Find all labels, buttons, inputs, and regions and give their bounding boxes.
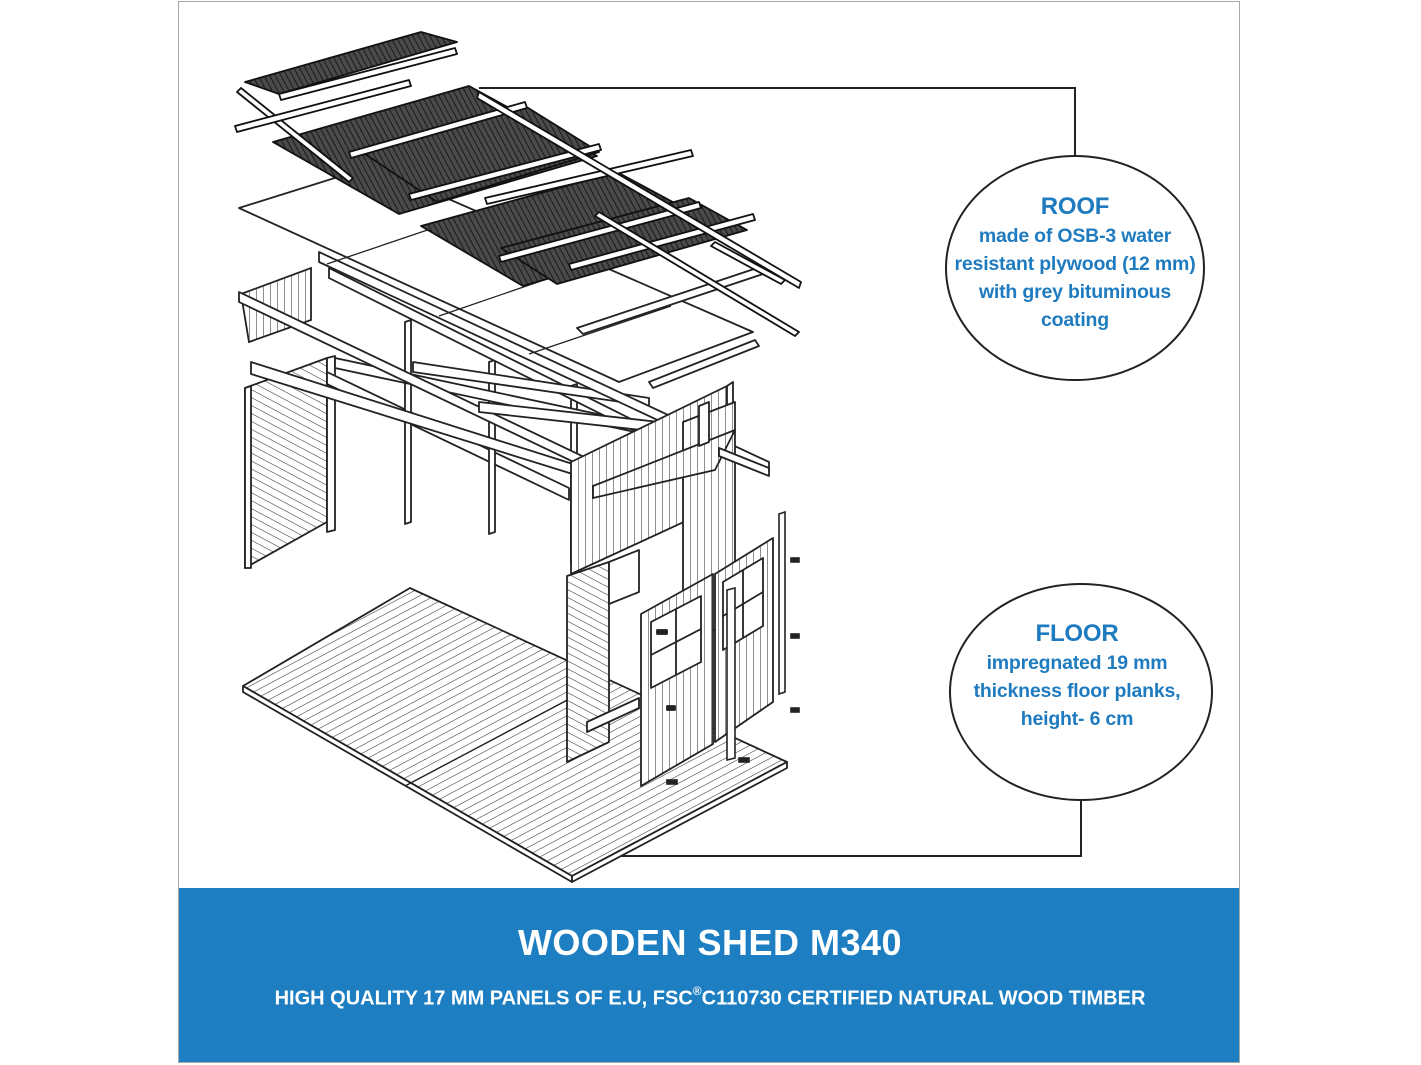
floor-title: FLOOR <box>1035 620 1119 647</box>
roof-line-2: resistant plywood (12 mm) <box>954 253 1196 275</box>
shed-door-left <box>640 573 714 787</box>
registered-mark: ® <box>692 984 702 998</box>
banner-subtitle-part-2: C110730 CERTIFIED NATURAL WOOD TIMBER <box>701 987 1146 1010</box>
banner-subtitle: HIGH QUALITY 17 MM PANELS OF E.U, FSC®C1… <box>179 984 1239 1011</box>
wall-frame-structure <box>238 251 770 565</box>
product-banner: WOODEN SHED M340 HIGH QUALITY 17 MM PANE… <box>179 888 1239 1062</box>
roof-callout-text: ROOF made of OSB-3 water resistant plywo… <box>945 192 1205 334</box>
roof-line-4: coating <box>1041 309 1109 331</box>
roof-line-1: made of OSB-3 water <box>978 225 1172 247</box>
front-wall-panel <box>566 549 640 763</box>
floor-line-2: thickness floor planks, <box>973 680 1181 702</box>
roof-title: ROOF <box>1040 193 1110 220</box>
banner-subtitle-part-1: HIGH QUALITY 17 MM PANELS OF E.U, FSC <box>274 987 693 1010</box>
floor-callout-text: FLOOR impregnated 19 mm thickness floor … <box>947 619 1207 733</box>
shed-door-right <box>714 537 774 743</box>
door-trim-and-hinges <box>666 510 800 785</box>
banner-title: WOODEN SHED M340 <box>517 922 903 963</box>
side-gable <box>592 401 770 499</box>
back-wall-panel <box>244 357 328 569</box>
floor-leader-line <box>607 800 1082 857</box>
floor-planks <box>242 587 788 883</box>
floor-line-1: impregnated 19 mm <box>986 652 1168 674</box>
roof-callout-ellipse <box>945 155 1205 381</box>
roof-leader-line <box>479 87 1076 156</box>
floor-line-3: height- 6 cm <box>1020 708 1134 730</box>
roof-line-3: with grey bituminous <box>978 281 1172 303</box>
floor-callout-ellipse <box>949 583 1213 801</box>
product-frame: ROOF made of OSB-3 water resistant plywo… <box>178 1 1240 1063</box>
roof-battens <box>234 47 802 337</box>
shed-exploded-diagram <box>234 31 1213 883</box>
